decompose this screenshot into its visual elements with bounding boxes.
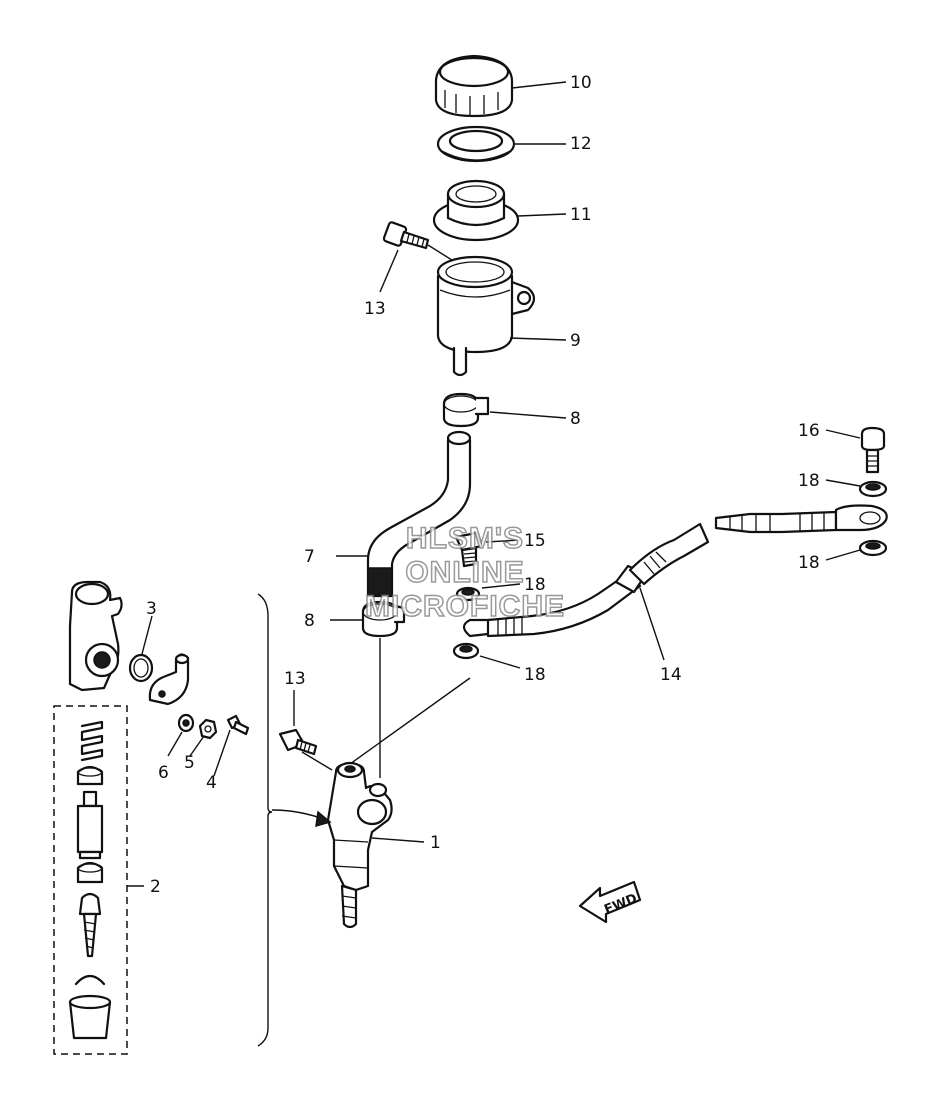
part-8-hose-clamp-upper <box>442 392 490 428</box>
callout-4: 4 <box>206 773 217 793</box>
part-18-washer-d <box>858 539 888 557</box>
watermark: HLSM'S ONLINE MICROFICHE <box>364 521 565 624</box>
callout-labels: 10 12 11 13 9 8 7 8 15 18 18 14 16 18 18… <box>146 73 820 897</box>
part-18-washer-c <box>858 480 888 498</box>
hose-joint <box>148 653 190 706</box>
callout-10: 10 <box>570 73 592 93</box>
assembly-bracket <box>257 593 332 1047</box>
part-2-piston-kit <box>53 705 128 1055</box>
part-8-hose-clamp-lower <box>361 600 406 638</box>
leader-lines <box>127 81 861 887</box>
callout-12: 12 <box>570 134 592 154</box>
callout-14: 13 <box>284 669 306 689</box>
watermark-line-2: ONLINE <box>405 556 524 589</box>
part-14-bolt <box>278 728 333 771</box>
callout-18-a: 18 <box>524 575 546 595</box>
callout-13: 13 <box>364 299 386 319</box>
callout-5: 5 <box>184 753 195 773</box>
callout-18-d: 18 <box>798 553 820 573</box>
callout-7: 7 <box>304 547 315 567</box>
fwd-arrow-icon: FWD <box>578 880 642 924</box>
part-1-master-cylinder <box>326 761 393 929</box>
part-5-nut <box>198 718 218 740</box>
part-12-diaphragm-ring <box>436 125 516 163</box>
callout-9: 9 <box>570 331 581 351</box>
part-15-brake-hose <box>462 504 888 638</box>
part-11-diaphragm <box>432 179 520 242</box>
callout-16: 15 <box>524 531 546 551</box>
callout-1: 1 <box>430 833 441 853</box>
part-3-o-ring <box>128 653 154 683</box>
callout-2: 2 <box>150 877 161 897</box>
part-9-reservoir-body <box>436 255 536 377</box>
part-10-reservoir-cap <box>434 54 514 118</box>
master-cylinder-body-exploded <box>68 580 123 692</box>
callout-17: 16 <box>798 421 820 441</box>
callout-8-upper: 8 <box>570 409 581 429</box>
part-17-union-bolt <box>860 426 886 474</box>
part-4-screw <box>226 714 250 736</box>
part-18-washer-b <box>452 642 480 660</box>
callout-11: 11 <box>570 205 592 225</box>
callout-15: 14 <box>660 665 682 685</box>
watermark-line-1: HLSM'S <box>406 522 524 555</box>
part-16-union-bolt <box>454 531 484 568</box>
part-13-bolt <box>382 221 456 263</box>
callout-8-lower: 8 <box>304 611 315 631</box>
part-7-reservoir-hose <box>366 430 472 598</box>
callout-6: 6 <box>158 763 169 783</box>
part-18-washer-a <box>455 586 481 602</box>
watermark-line-3: MICROFICHE <box>365 590 565 623</box>
callout-18-b: 18 <box>524 665 546 685</box>
callout-3: 3 <box>146 599 157 619</box>
callout-18-c: 18 <box>798 471 820 491</box>
part-6-washer <box>177 713 195 733</box>
